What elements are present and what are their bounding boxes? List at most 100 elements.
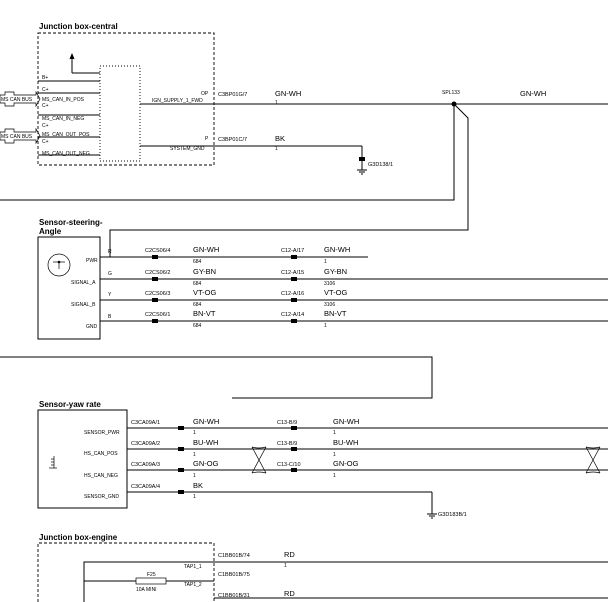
junction-box-central: Junction box-central B+ C+ MS_CAN_IN_POS…: [0, 22, 215, 166]
pin-ign-supply: IGN_SUPPLY_1_FWD: [152, 98, 203, 104]
circuit-number: 1: [275, 100, 278, 106]
wire-color: GN-OG: [193, 459, 219, 468]
connector-label: C2CS06/2: [145, 270, 170, 276]
wire-color: GN-WH: [193, 417, 219, 426]
pin-label: C+: [42, 103, 49, 109]
wire-color: BK: [275, 134, 285, 143]
circuit-number: 3106: [324, 281, 335, 287]
yaw-row-hs-can-neg: HS_CAN_NEG C3CA09A/3 GN-OG 1 C13-C/10 GN…: [84, 459, 608, 479]
pin-tap1-1: TAP1_1: [184, 564, 202, 570]
wire-color: VT-OG: [324, 288, 348, 297]
connector-label: C2CS06/3: [145, 291, 170, 297]
connector-icon: [359, 157, 365, 161]
ign-supply-wire: C3BP01G/7 GN-WH 1 SPL133 GN-WH: [0, 89, 608, 257]
yaw-title: Sensor-yaw rate: [39, 400, 101, 409]
fuse-icon: [135, 577, 167, 585]
arrow-up-icon: [69, 53, 75, 59]
connector-label: C3CA09A/4: [131, 484, 160, 490]
pin-op: OP: [201, 91, 209, 97]
pin-label: MS_CAN_OUT_NEG: [42, 151, 90, 157]
yaw-row-sensor-gnd: SENSOR_GND C3CA09A/4 BK 1 G3D183B/1: [84, 481, 467, 519]
steering-title-2: Angle: [39, 227, 62, 236]
wire-color: GN-WH: [333, 417, 359, 426]
wire-color: GN-WH: [275, 89, 301, 98]
circuit-number: 684: [193, 259, 202, 265]
connector-icon: [291, 426, 297, 430]
ground-icon: [357, 169, 367, 175]
circuit-number: 1: [193, 430, 196, 436]
wire-color: GN-OG: [333, 459, 359, 468]
circuit-number: 1: [193, 494, 196, 500]
circuit-number: 684: [193, 302, 202, 308]
connector-icon: [291, 255, 297, 259]
pin-label: SENSOR_PWR: [84, 430, 120, 436]
connector-icon: [291, 298, 297, 302]
connector-label: C3CA09A/2: [131, 441, 160, 447]
connector-icon: [291, 468, 297, 472]
connector-icon: [152, 298, 158, 302]
wire-color: RD: [284, 589, 295, 598]
connector-label: C3BP01G/7: [218, 92, 247, 98]
connector-label: C12-A/15: [281, 270, 304, 276]
wire-letter: R: [108, 249, 112, 255]
pin-label: HS_CAN_POS: [84, 451, 118, 457]
pin-label: MS_CAN_OUT_POS: [42, 132, 90, 138]
wire-letter: Y: [108, 292, 112, 298]
junction-central-outline: [37, 32, 215, 166]
connector-label: C3CA09A/1: [131, 420, 160, 426]
ground-label: G3D138/1: [368, 162, 393, 168]
circuit-number: 3106: [324, 302, 335, 308]
circuit-number: 1: [193, 452, 196, 458]
steering-box: [37, 236, 101, 340]
wire-color: GY-BN: [324, 267, 347, 276]
connector-label: C3CA09A/3: [131, 462, 160, 468]
junction-central-pins: B+ C+ MS_CAN_IN_POS C+ MS_CAN_IN_NEG C+ …: [38, 75, 100, 157]
sensor-yaw-rate: Sensor-yaw rate SENSOR_PWR C3CA09A/1 GN-…: [37, 400, 608, 519]
wire-color: RD: [284, 550, 295, 559]
fuse-rating: 10A MINI: [136, 587, 157, 593]
connector-label: C3BP01C/7: [218, 137, 247, 143]
pin-label: B+: [42, 75, 48, 81]
connector-icon: [178, 490, 184, 494]
pin-tap1-2: TAP1_2: [184, 582, 202, 588]
steering-row-signal-a: SIGNAL_A G C2CS06/2 GY-BN 684 C12-A/15 G…: [71, 267, 608, 287]
ground-icon: [427, 513, 437, 519]
connector-label: C1BB01B/31: [218, 593, 250, 599]
connector-label: C2CS06/1: [145, 312, 170, 318]
steering-sensor-icon: [47, 253, 71, 277]
ground-label: G3D183B/1: [438, 512, 467, 518]
connector-label: C12-A/14: [281, 312, 304, 318]
pin-label: C+: [42, 123, 49, 129]
connector-icon: [291, 277, 297, 281]
pin-label: SIGNAL_A: [71, 280, 96, 286]
wire-color: VT-OG: [193, 288, 217, 297]
steering-row-signal-b: SIGNAL_B Y C2CS06/3 VT-OG 684 C12-A/16 V…: [71, 288, 608, 308]
system-gnd-wire: C3BP01C/7 BK 1 G3D138/1: [214, 134, 393, 175]
junction-engine-title: Junction box-engine: [39, 533, 118, 542]
connector-label: C1BB01B/75: [218, 572, 250, 578]
steering-row-gnd: GND B C2CS06/1 BN-VT 684 C12-A/14 BN-VT …: [86, 309, 608, 330]
wire-color: BU-WH: [333, 438, 358, 447]
pin-label: SENSOR_GND: [84, 494, 119, 500]
pin-label: HS_CAN_NEG: [84, 473, 118, 479]
connector-label: C13-B/9: [277, 441, 297, 447]
wire-color: BK: [193, 481, 203, 490]
junction-engine-outline: [37, 542, 215, 602]
sensor-steering-angle: Sensor-steering- Angle PWR R C2CS06/4 GN…: [37, 218, 608, 340]
circuit-number: 684: [193, 281, 202, 287]
yaw-row-sensor-pwr: SENSOR_PWR C3CA09A/1 GN-WH 1 C13-B/9 GN-…: [84, 417, 608, 436]
wire-color: BN-VT: [193, 309, 216, 318]
yaw-feed-wire: [0, 356, 433, 399]
pin-label: SIGNAL_B: [71, 302, 96, 308]
connector-icon: [291, 319, 297, 323]
connector-icon: [178, 426, 184, 430]
connector-label: C2CS06/4: [145, 248, 170, 254]
connector-icon: [152, 319, 158, 323]
connector-icon: [152, 255, 158, 259]
wire-color: BN-VT: [324, 309, 347, 318]
circuit-number: 684: [193, 323, 202, 329]
pin-system-gnd: SYSTEM_GND: [170, 146, 205, 152]
pin-label: MS_CAN_IN_NEG: [42, 116, 84, 122]
bus-label: MS CAN BUS: [1, 97, 33, 103]
